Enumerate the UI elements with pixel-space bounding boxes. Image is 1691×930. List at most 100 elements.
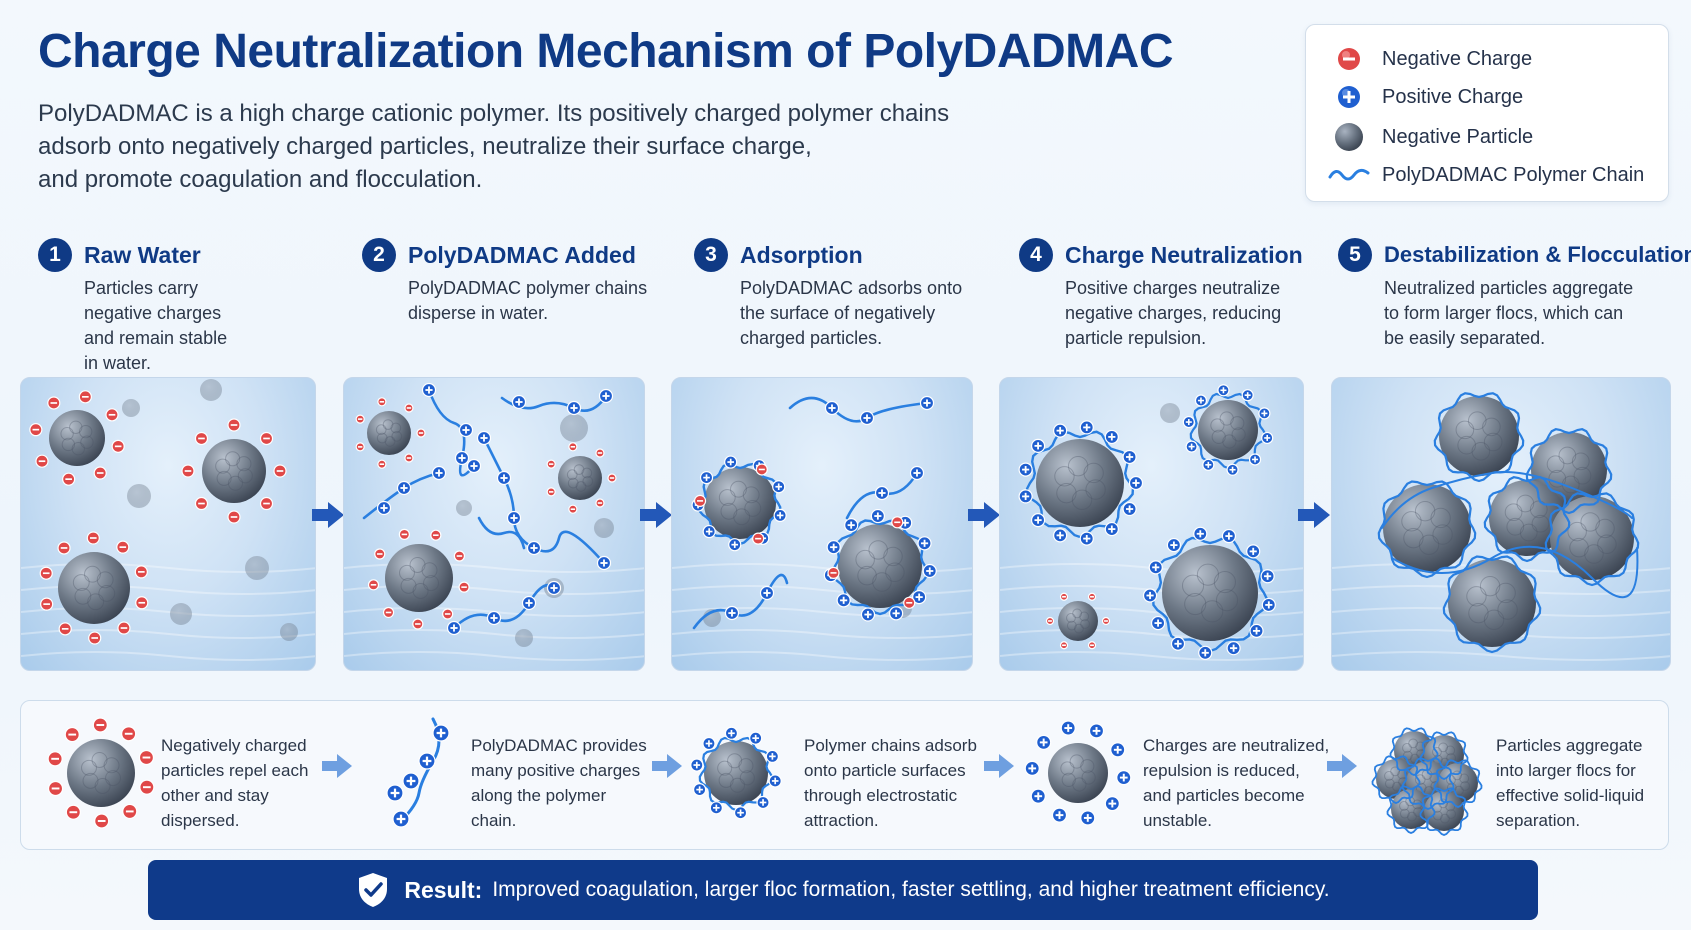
negative-particle bbox=[1162, 545, 1258, 641]
arrow-right-icon bbox=[640, 502, 672, 528]
negative-charge-icon bbox=[1101, 616, 1111, 626]
step-description-2: PolyDADMAC polymer chains disperse in wa… bbox=[408, 276, 647, 326]
summary-line: Polymer chains adsorb bbox=[804, 736, 977, 755]
negative-particle bbox=[704, 741, 768, 805]
background-particle bbox=[170, 603, 192, 625]
legend-item-chain: PolyDADMAC Polymer Chain bbox=[1306, 159, 1644, 191]
negative-charge-icon bbox=[1087, 641, 1097, 650]
negative-charge-icon bbox=[374, 548, 386, 560]
negative-particle bbox=[49, 410, 105, 466]
negative-charge-icon bbox=[398, 528, 410, 540]
positive-charge-icon bbox=[1030, 438, 1046, 453]
positive-charge-icon bbox=[826, 540, 841, 555]
positive-charge-icon bbox=[922, 563, 937, 579]
positive-charge-icon bbox=[1060, 720, 1076, 736]
negative-charge-icon bbox=[111, 439, 125, 453]
positive-charge-icon bbox=[702, 736, 716, 751]
positive-charge-icon bbox=[1261, 597, 1276, 613]
polymer-chain bbox=[788, 396, 929, 423]
negative-particle bbox=[1198, 400, 1258, 460]
positive-charge-icon bbox=[1241, 389, 1254, 402]
positive-charge-icon bbox=[1166, 537, 1181, 553]
polymer-chain bbox=[1025, 430, 1135, 539]
negative-particle bbox=[202, 439, 266, 503]
positive-charge-icon bbox=[1150, 615, 1166, 631]
negative-particle bbox=[385, 544, 453, 612]
desc-line: disperse in water. bbox=[408, 303, 549, 323]
positive-charge-icon bbox=[446, 620, 462, 636]
polymer-chain bbox=[1371, 755, 1421, 804]
page-title: Charge Neutralization Mechanism of PolyD… bbox=[38, 25, 1173, 78]
legend-label: PolyDADMAC Polymer Chain bbox=[1382, 163, 1645, 186]
legend-box: Negative Charge Positive Charge Negative… bbox=[1305, 24, 1669, 202]
negative-charge-icon bbox=[1087, 592, 1097, 601]
negative-charge-icon bbox=[62, 472, 76, 486]
negative-charge-icon bbox=[35, 454, 49, 468]
negative-charge-icon bbox=[105, 408, 119, 422]
positive-charge-icon bbox=[546, 580, 562, 596]
background-particle bbox=[122, 399, 140, 417]
background-particle bbox=[127, 484, 151, 508]
step-description-4: Positive charges neutralize negative cha… bbox=[1065, 276, 1281, 351]
positive-charge-icon bbox=[1018, 462, 1033, 477]
panel-raw-water bbox=[20, 377, 316, 671]
positive-charge-icon bbox=[1328, 84, 1370, 110]
desc-line: Positive charges neutralize bbox=[1065, 278, 1281, 298]
polymer-chain bbox=[1386, 785, 1436, 834]
negative-particle bbox=[367, 411, 411, 455]
negative-charge-icon bbox=[121, 726, 137, 742]
positive-charge-icon bbox=[511, 394, 527, 410]
floc-particle bbox=[1489, 480, 1565, 556]
positive-charge-icon bbox=[1088, 723, 1105, 739]
positive-charge-icon bbox=[466, 458, 482, 474]
positive-charge-icon bbox=[1104, 521, 1119, 537]
positive-charge-icon bbox=[386, 784, 404, 802]
positive-charge-icon bbox=[1079, 531, 1094, 546]
background-particle bbox=[200, 379, 222, 401]
summary-line: chain. bbox=[471, 811, 517, 830]
background-particle bbox=[280, 623, 298, 641]
positive-charge-icon bbox=[1080, 810, 1096, 826]
positive-charge-icon bbox=[709, 801, 723, 815]
positive-charge-icon bbox=[724, 726, 739, 740]
positive-charge-icon bbox=[836, 593, 851, 608]
positive-charge-icon bbox=[486, 610, 502, 626]
polymer-chain bbox=[477, 516, 526, 550]
positive-charge-icon bbox=[1110, 742, 1126, 758]
positive-charge-icon bbox=[690, 758, 704, 772]
desc-line: be easily separated. bbox=[1384, 328, 1546, 348]
floc-icon bbox=[1371, 727, 1483, 836]
negative-charge-icon bbox=[377, 397, 387, 407]
step-number: 4 bbox=[1019, 238, 1053, 272]
intro-line: PolyDADMAC is a high charge cationic pol… bbox=[38, 100, 950, 127]
result-label: Result: bbox=[404, 876, 483, 903]
step-header-1: 1 Raw Water bbox=[38, 238, 201, 272]
negative-charge-icon bbox=[134, 565, 148, 579]
neutralized-particle-icon bbox=[1024, 720, 1132, 826]
charge-neutralization-illustration bbox=[1000, 384, 1303, 661]
positive-charge-icon bbox=[1194, 394, 1208, 407]
positive-charge-icon bbox=[1030, 788, 1046, 804]
positive-charge-icon bbox=[870, 508, 885, 524]
intro-line: and promote coagulation and flocculation… bbox=[38, 166, 483, 193]
positive-charge-icon bbox=[1260, 569, 1275, 584]
positive-charge-icon bbox=[1122, 501, 1137, 517]
summary-line: dispersed. bbox=[161, 811, 240, 830]
positive-charge-icon bbox=[749, 731, 763, 745]
floc-particle bbox=[1424, 791, 1464, 831]
negative-charge-icon bbox=[693, 494, 707, 507]
negative-charge-icon bbox=[29, 423, 43, 437]
adsorbed-particle-icon bbox=[690, 726, 782, 820]
legend-label: Positive Charge bbox=[1382, 85, 1524, 108]
background-particle bbox=[245, 556, 269, 580]
negative-charge-icon bbox=[65, 804, 81, 820]
positive-charge-icon bbox=[1226, 641, 1241, 656]
summary-line: along the polymer bbox=[471, 786, 607, 805]
polymer-chain bbox=[482, 436, 606, 565]
polymer-chain bbox=[1389, 727, 1439, 776]
positive-charge-icon bbox=[418, 752, 436, 770]
step-number: 3 bbox=[694, 238, 728, 272]
negative-charge-icon bbox=[122, 803, 138, 820]
polymer-chain bbox=[692, 573, 789, 630]
negative-charge-icon bbox=[891, 516, 904, 529]
